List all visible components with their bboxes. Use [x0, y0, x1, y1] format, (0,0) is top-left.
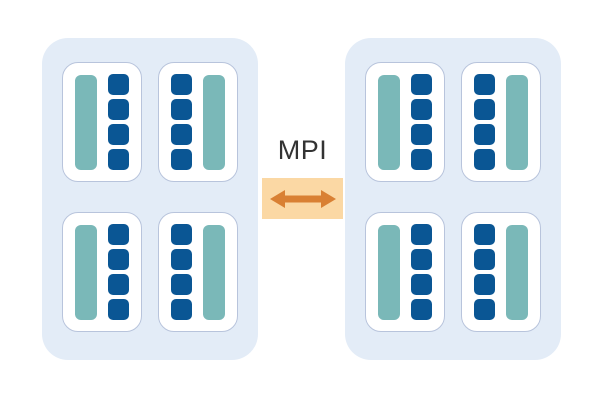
core-unit [170, 299, 192, 320]
core-stack [473, 224, 495, 320]
socket-card-left-2 [62, 212, 142, 332]
memory-bar [203, 224, 226, 320]
memory-bar [377, 224, 400, 320]
core-unit [108, 124, 130, 145]
core-unit [473, 74, 495, 95]
node-cluster-left [42, 38, 258, 360]
core-stack [170, 74, 192, 170]
socket-card-left-1 [158, 62, 238, 182]
memory-bar [377, 74, 400, 170]
core-unit [473, 224, 495, 245]
core-unit [411, 249, 433, 270]
memory-bar [506, 74, 529, 170]
socket-card-left-0 [62, 62, 142, 182]
core-unit [170, 149, 192, 170]
core-unit [473, 274, 495, 295]
socket-card-right-0 [365, 62, 445, 182]
memory-bar [506, 224, 529, 320]
core-unit [411, 74, 433, 95]
core-unit [411, 124, 433, 145]
core-unit [411, 274, 433, 295]
memory-bar [203, 74, 226, 170]
socket-card-right-3 [461, 212, 541, 332]
mpi-label: MPI [277, 135, 328, 165]
core-unit [108, 249, 130, 270]
memory-bar [74, 74, 97, 170]
core-unit [411, 224, 433, 245]
core-unit [170, 224, 192, 245]
socket-card-left-3 [158, 212, 238, 332]
core-stack [108, 74, 130, 170]
core-stack [411, 74, 433, 170]
core-unit [108, 274, 130, 295]
core-unit [411, 299, 433, 320]
core-unit [473, 124, 495, 145]
core-unit [473, 99, 495, 120]
core-unit [411, 149, 433, 170]
core-unit [108, 74, 130, 95]
core-unit [108, 149, 130, 170]
double-headed-horizontal-arrow-icon [269, 189, 336, 208]
core-unit [170, 249, 192, 270]
memory-bar [74, 224, 97, 320]
core-unit [170, 274, 192, 295]
node-cluster-right [345, 38, 561, 360]
socket-card-right-1 [461, 62, 541, 182]
core-unit [108, 224, 130, 245]
core-unit [473, 149, 495, 170]
core-unit [170, 74, 192, 95]
core-unit [170, 124, 192, 145]
core-unit [170, 99, 192, 120]
core-stack [108, 224, 130, 320]
core-stack [473, 74, 495, 170]
core-unit [108, 299, 130, 320]
core-unit [473, 249, 495, 270]
core-unit [473, 299, 495, 320]
core-stack [411, 224, 433, 320]
core-unit [108, 99, 130, 120]
core-stack [170, 224, 192, 320]
mpi-link-box [262, 178, 343, 219]
core-unit [411, 99, 433, 120]
socket-card-right-2 [365, 212, 445, 332]
